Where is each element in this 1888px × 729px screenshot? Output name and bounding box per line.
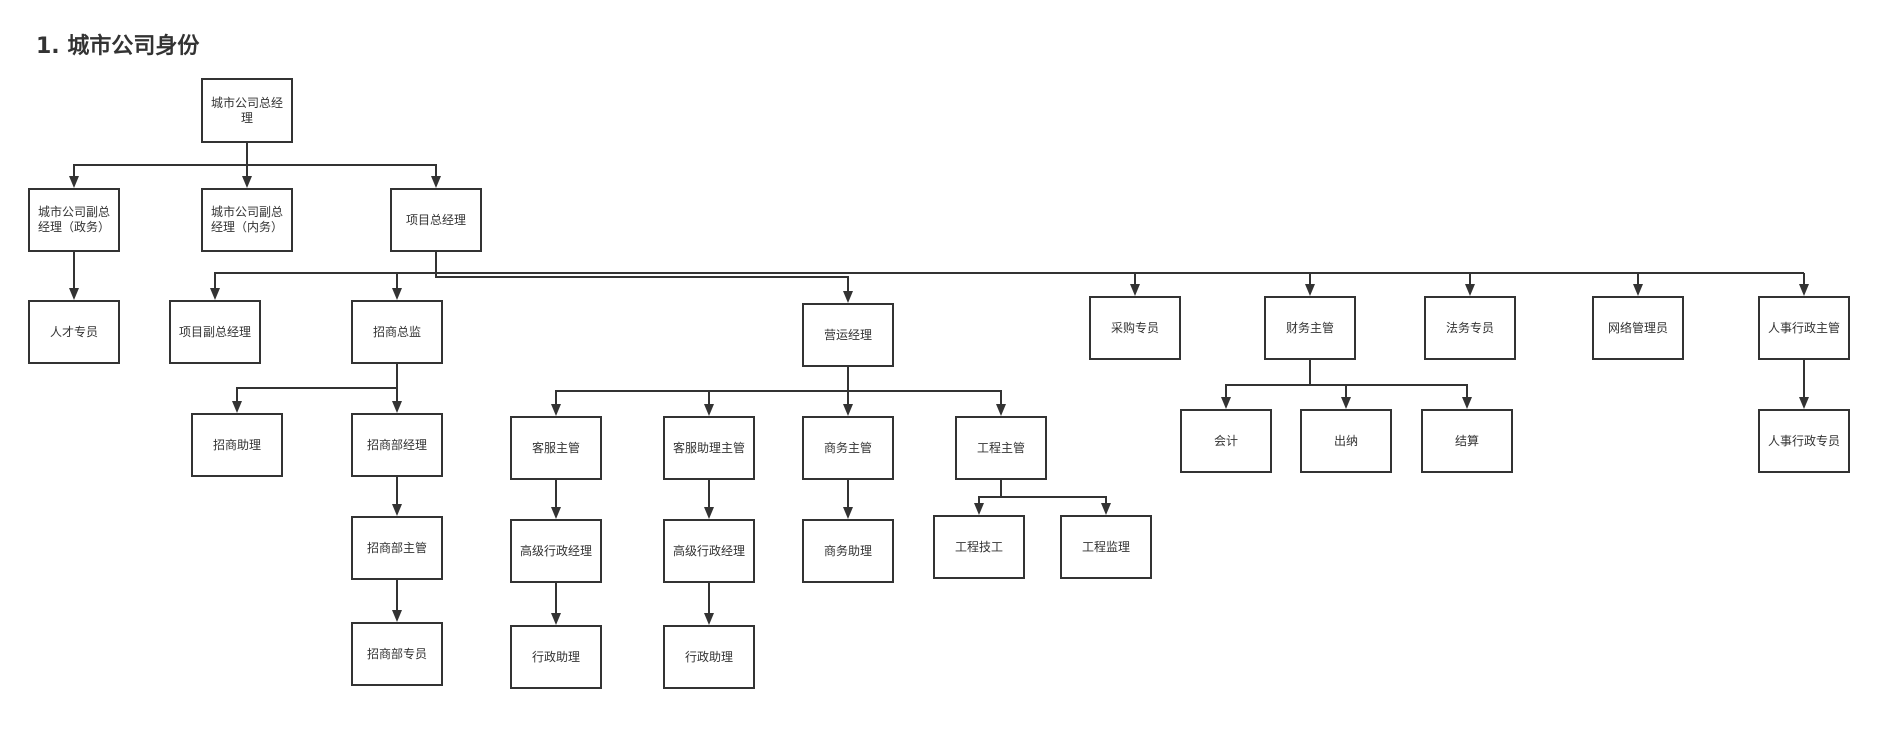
node-hr-admin-supervisor: 人事行政主管 [1758,296,1850,360]
node-senior-admin-manager-1: 高级行政经理 [510,519,602,583]
node-finance-supervisor: 财务主管 [1264,296,1356,360]
arrow-inv-asst [232,401,242,413]
node-engineering-technician: 工程技工 [933,515,1025,579]
node-cs-assistant-supervisor: 客服助理主管 [663,416,755,480]
node-legal-specialist: 法务专员 [1424,296,1516,360]
page-title: 1. 城市公司身份 [36,34,200,59]
connector-invdir [236,364,398,405]
node-purchasing-specialist: 采购专员 [1089,296,1181,360]
arrow-hr [1799,284,1809,296]
arrow-purchase [1130,284,1140,296]
node-investment-dept-manager: 招商部经理 [351,413,443,477]
arrow-pvgm [210,288,220,300]
node-admin-assistant-2: 行政助理 [663,625,755,689]
arrow-hrspec [1799,397,1809,409]
arrow-talent [69,288,79,300]
arrow-inv-dir [392,288,402,300]
node-vp-int: 城市公司副总经理（内务） [201,188,293,252]
node-settlement: 结算 [1421,409,1513,473]
node-admin-assistant-1: 行政助理 [510,625,602,689]
arrow-inv-sup [392,504,402,516]
connector-ops [555,367,1002,408]
arrow-cs-asst [704,404,714,416]
node-accountant: 会计 [1180,409,1272,473]
arrow-accountant [1221,397,1231,409]
arrow-fin [1305,284,1315,296]
node-hr-admin-specialist: 人事行政专员 [1758,409,1850,473]
connector-fin [1225,360,1468,401]
node-investment-dept-supervisor: 招商部主管 [351,516,443,580]
node-cashier: 出纳 [1300,409,1392,473]
node-senior-admin-manager-2: 高级行政经理 [663,519,755,583]
arrow-sradmin2 [704,507,714,519]
arrow-bizasst [843,507,853,519]
node-talent-specialist: 人才专员 [28,300,120,364]
node-cs-supervisor: 客服主管 [510,416,602,480]
node-investment-director: 招商总监 [351,300,443,364]
connector-pgm-level3 [214,252,1805,295]
node-engineering-supervisor-inspector: 工程监理 [1060,515,1152,579]
arrow-cashier [1341,397,1351,409]
node-business-supervisor: 商务主管 [802,416,894,480]
arrow-settlement [1462,397,1472,409]
node-project-gm: 项目总经理 [390,188,482,252]
node-city-gm: 城市公司总经理 [201,78,293,143]
node-investment-dept-specialist: 招商部专员 [351,622,443,686]
arrow-eng [996,404,1006,416]
arrow-engtech [974,503,984,515]
arrow-ops [843,291,853,303]
node-project-vgm: 项目副总经理 [169,300,261,364]
arrow-inv-spec [392,610,402,622]
arrow-adminasst1 [551,613,561,625]
arrow-inv-mgr [392,401,402,413]
node-vp-gov: 城市公司副总经理（政务） [28,188,120,252]
arrow-pgm [431,176,441,188]
arrow-sradmin1 [551,507,561,519]
node-engineering-supervisor: 工程主管 [955,416,1047,480]
arrow-vp-gov [69,176,79,188]
arrow-vp-int [242,176,252,188]
node-business-assistant: 商务助理 [802,519,894,583]
arrow-netadmin [1633,284,1643,296]
node-operations-manager: 营运经理 [802,303,894,367]
arrow-cs [551,404,561,416]
connector-gm-to-level2 [73,143,437,180]
arrow-legal [1465,284,1475,296]
connector-eng [978,480,1107,507]
arrow-adminasst2 [704,613,714,625]
arrow-biz [843,404,853,416]
node-network-admin: 网络管理员 [1592,296,1684,360]
arrow-engsuperv [1101,503,1111,515]
node-investment-assistant: 招商助理 [191,413,283,477]
